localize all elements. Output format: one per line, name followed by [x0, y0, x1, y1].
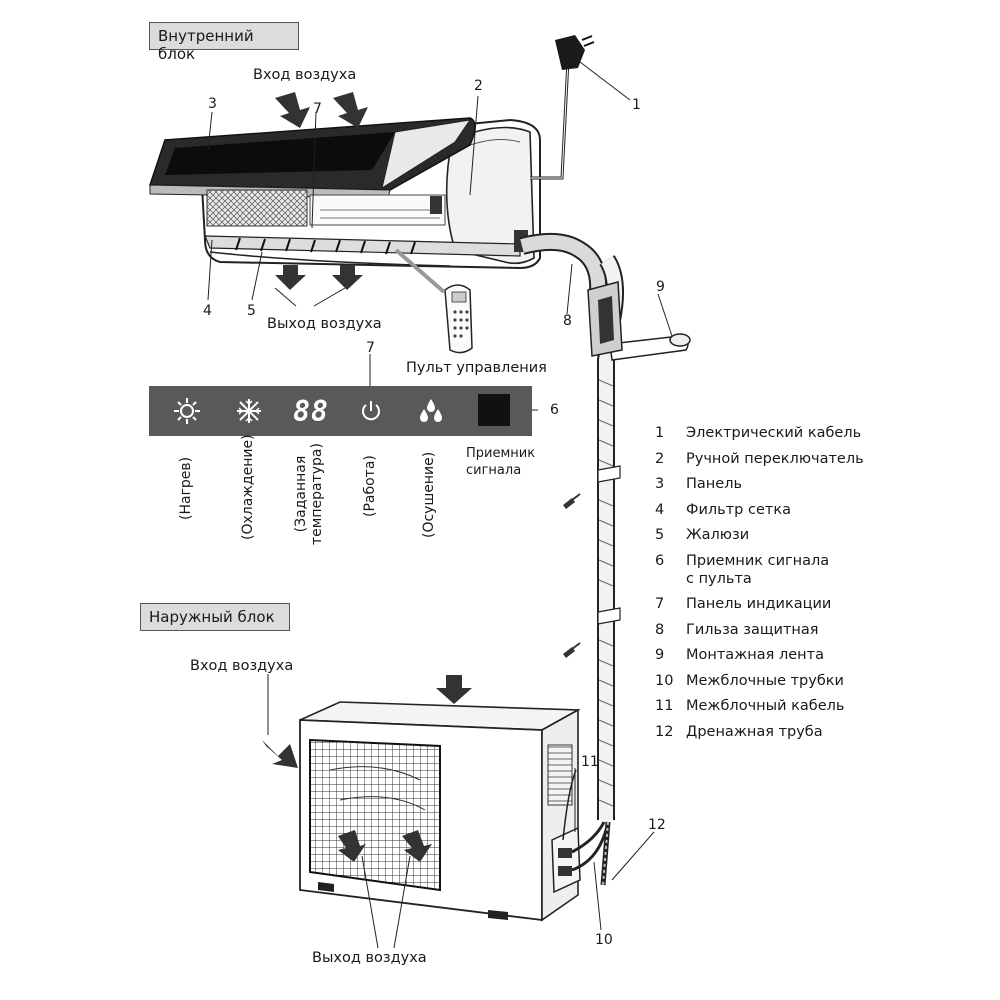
- caption-cool: (Охлаждение): [240, 434, 256, 540]
- callout-3: 3: [208, 96, 217, 112]
- indoor-unit: [148, 117, 541, 270]
- legend-number: 4: [655, 501, 665, 518]
- indoor-unit-title: Внутренний блок: [149, 22, 299, 63]
- screws: [563, 493, 581, 658]
- outdoor-air-in-label: Вход воздуха: [190, 658, 294, 674]
- callout-8: 8: [563, 313, 572, 329]
- remote-label: Пульт управления: [406, 360, 547, 376]
- outdoor-unit: [299, 701, 581, 922]
- legend-item: 1 Электрический кабель: [655, 424, 985, 442]
- indoor-air-in-label: Вход воздуха: [253, 67, 357, 83]
- callout-1: 1: [632, 97, 641, 113]
- legend-text: Межблочные трубки: [686, 672, 844, 689]
- callout-7-panel: 7: [366, 340, 375, 356]
- plug-icon: [555, 35, 585, 70]
- legend-text: Межблочный кабель: [686, 698, 845, 714]
- legend-item: 9 Монтажная лента: [655, 646, 985, 664]
- snowflake-icon: [233, 386, 265, 436]
- legend-number: 12: [655, 723, 674, 740]
- callout-9: 9: [656, 279, 665, 295]
- legend-item: 10 Межблочные трубки: [655, 672, 985, 690]
- legend-text: Электрический кабель: [686, 425, 862, 441]
- remote-control: [444, 284, 473, 354]
- legend-number: 10: [655, 672, 674, 689]
- temperature-display: 88: [293, 394, 329, 428]
- indoor-air-arrows: [275, 92, 368, 290]
- caption-temp: (Заданная температура): [293, 443, 325, 545]
- legend: 1 Электрический кабель 2 Ручной переключате…: [655, 424, 985, 748]
- power-cable: [530, 35, 595, 180]
- legend-text: Панель индикации: [686, 596, 832, 612]
- legend-text: Монтажная лента: [686, 647, 824, 663]
- receiver-label: Приемник сигнала: [466, 446, 536, 478]
- caption-heat: (Нагрев): [178, 456, 194, 520]
- fan-grille: [309, 738, 441, 892]
- callout-7-indoor: 7: [313, 101, 322, 117]
- filter-mesh: [206, 189, 308, 227]
- legend-item: 8 Гильза защитная: [655, 621, 985, 639]
- drops-icon: [415, 386, 447, 436]
- legend-text: Ручной переключатель: [686, 450, 864, 467]
- legend-text: Гильза защитная: [686, 621, 819, 638]
- legend-item: 3 Панель: [655, 475, 985, 493]
- legend-item: 2 Ручной переключатель: [655, 450, 985, 468]
- callout-2: 2: [474, 78, 483, 94]
- legend-text: Фильтр сетка: [686, 501, 791, 518]
- outdoor-air-arrows: [262, 675, 472, 862]
- legend-number: 5: [655, 527, 665, 543]
- piping-bundle: [519, 232, 691, 820]
- indication-panel: 88: [149, 386, 532, 436]
- legend-item: 11 Межблочный кабель: [655, 697, 985, 715]
- callout-12: 12: [648, 817, 666, 833]
- legend-number: 8: [655, 621, 665, 638]
- callout-5: 5: [247, 303, 256, 319]
- legend-number: 1: [655, 425, 665, 441]
- callout-11: 11: [581, 754, 599, 770]
- outdoor-air-out-label: Выход воздуха: [312, 950, 427, 966]
- legend-text: Дренажная труба: [686, 723, 823, 740]
- legend-text: Панель: [686, 476, 743, 492]
- callout-6: 6: [550, 402, 559, 418]
- legend-number: 6: [655, 552, 665, 569]
- indoor-air-out-label: Выход воздуха: [267, 316, 382, 332]
- legend-item: 6 Приемник сигнала с пульта: [655, 552, 985, 588]
- power-icon: [355, 386, 387, 436]
- legend-item: 5 Жалюзи: [655, 526, 985, 544]
- legend-item: 7 Панель индикации: [655, 595, 985, 613]
- legend-number: 11: [655, 698, 674, 714]
- signal-receiver: [478, 394, 510, 426]
- caption-dry: (Осушение): [421, 451, 437, 538]
- legend-item: 4 Фильтр сетка: [655, 501, 985, 519]
- callout-10: 10: [595, 932, 613, 948]
- legend-number: 3: [655, 476, 665, 492]
- legend-item: 12 Дренажная труба: [655, 723, 985, 741]
- legend-number: 9: [655, 647, 665, 663]
- leader-lines: [207, 61, 673, 949]
- legend-number: 2: [655, 450, 665, 467]
- legend-text: Жалюзи: [686, 527, 750, 543]
- sun-icon: [171, 386, 203, 436]
- legend-number: 7: [655, 596, 665, 612]
- outdoor-unit-title: Наружный блок: [140, 603, 290, 631]
- legend-text: Приемник сигнала с пульта: [686, 552, 830, 587]
- caption-run: (Работа): [362, 455, 378, 517]
- callout-4: 4: [203, 303, 212, 319]
